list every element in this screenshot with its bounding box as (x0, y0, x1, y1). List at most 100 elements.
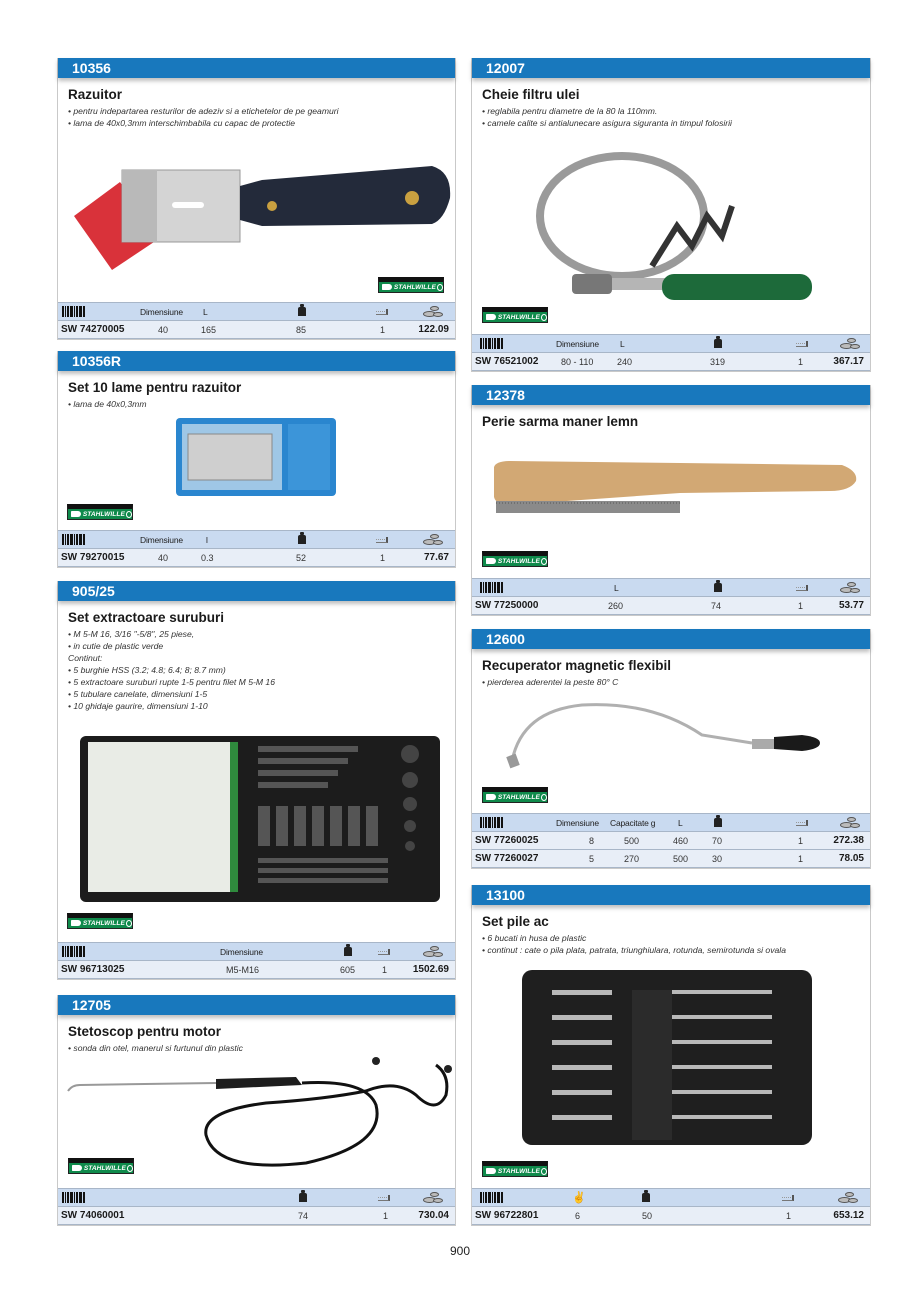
column-header: Capacitate g (610, 817, 656, 828)
coins-icon (838, 1191, 862, 1204)
sku: SW 77250000 (475, 600, 539, 611)
product-code: 13100 (472, 885, 870, 905)
quantity-value: 1 (798, 835, 804, 846)
package-quantity-icon (796, 819, 808, 826)
column-header: Dimensiune (140, 534, 183, 545)
barcode-icon (62, 306, 85, 317)
product-title: Set pile ac (482, 914, 549, 929)
page-number: 900 (449, 1244, 471, 1258)
extractor-set-image (80, 736, 440, 902)
column-header: L (678, 817, 683, 828)
spec-header-row: Dimensiune L (472, 334, 870, 353)
dimension-value: 40 (158, 552, 169, 563)
weight-icon (714, 580, 722, 592)
spec-header-row: Dimensiune (58, 942, 455, 961)
stahlwille-logo: STAHLWILLE (482, 787, 548, 803)
sku: SW 77260027 (475, 853, 539, 864)
price: 730.04 (418, 1210, 449, 1221)
package-quantity-icon (376, 536, 388, 543)
product-title: Set 10 lame pentru razuitor (68, 380, 242, 395)
product-title: Set extractoare suruburi (68, 610, 225, 625)
product-description-line: • M 5-M 16, 3/16 "-5/8", 25 piese, (68, 629, 195, 639)
weight-icon (714, 336, 722, 348)
price: 653.12 (833, 1210, 864, 1221)
length-value: 240 (617, 356, 633, 367)
spec-table: L SW 77250000 260 74 1 53.77 (472, 578, 870, 615)
weight-value: 70 (712, 835, 723, 846)
capacity-value: 500 (624, 835, 640, 846)
package-quantity-icon (796, 584, 808, 591)
length-value: 460 (673, 835, 689, 846)
product-title: Razuitor (68, 87, 122, 102)
product-description-line: • pentru indepartarea resturilor de adez… (68, 106, 339, 116)
product-description-line: • 5 extractoare suruburi rupte 1-5 pentr… (68, 677, 275, 687)
coins-icon (423, 533, 447, 546)
product-description-line: • lama de 40x0,3mm interschimbabila cu c… (68, 118, 296, 128)
spec-header-row: L (472, 578, 870, 597)
product-title: Perie sarma maner lemn (482, 414, 639, 429)
barcode-icon (480, 582, 503, 593)
coins-icon (423, 945, 447, 958)
weight-value: 605 (340, 964, 356, 975)
table-row: SW 74060001 74 1 730.04 (58, 1207, 455, 1225)
weight-value: 74 (298, 1210, 309, 1221)
weight-icon (344, 944, 352, 956)
stahlwille-logo: STAHLWILLE (378, 277, 444, 293)
weight-icon (642, 1190, 650, 1202)
weight-icon (714, 815, 722, 827)
quantity-value: 1 (382, 964, 388, 975)
coins-icon (840, 816, 864, 829)
thickness-value: 0.3 (201, 552, 214, 563)
quantity-value: 1 (798, 600, 804, 611)
length-value: 165 (201, 324, 217, 335)
product-description-line: • 5 tubulare canelate, dimensiuni 1-5 (68, 689, 208, 699)
spec-table: Dimensiune Capacitate g L SW 77260025 8 … (472, 813, 870, 868)
sku: SW 96722801 (475, 1210, 539, 1221)
wire-brush-image (494, 461, 857, 513)
product-description-line: Continut: (68, 653, 103, 663)
column-header: L (203, 306, 208, 317)
spec-table: ✌ SW 96722801 6 50 1 653.12 (472, 1188, 870, 1225)
product-code: 10356 (58, 58, 455, 78)
weight-value: 30 (712, 853, 723, 864)
sku: SW 76521002 (475, 356, 539, 367)
quantity-value: 1 (786, 1210, 792, 1221)
oil-filter-wrench-image (536, 152, 812, 300)
hand-pieces-icon: ✌ (572, 1192, 586, 1204)
weight-value: 319 (710, 356, 726, 367)
price: 1502.69 (412, 964, 449, 975)
weight-icon (299, 1190, 307, 1202)
column-header: L (614, 582, 619, 593)
price: 78.05 (838, 853, 864, 864)
product-code: 12007 (472, 58, 870, 78)
spec-header-row: Dimensiune Capacitate g L (472, 813, 870, 832)
product-code: 905/25 (58, 581, 455, 601)
product-description-line: • camele calite si antialunecare asigura… (482, 118, 732, 128)
weight-icon (298, 532, 306, 544)
dimension-value: 80 - 110 (561, 356, 594, 367)
table-row: SW 76521002 80 - 110 240 319 1 367.17 (472, 353, 870, 371)
barcode-icon (62, 534, 85, 545)
scraper-image (74, 166, 451, 270)
barcode-icon (480, 817, 503, 828)
spec-header-row: Dimensiune l (58, 530, 455, 549)
product-title: Stetoscop pentru motor (68, 1024, 222, 1039)
product-description-line: • pierderea aderentei la peste 80° C (482, 677, 619, 687)
sku: SW 79270015 (61, 552, 125, 563)
price: 272.38 (833, 835, 864, 846)
weight-value: 52 (296, 552, 307, 563)
product-description-line: • lama de 40x0,3mm (68, 399, 147, 409)
spec-header-row: ✌ (472, 1188, 870, 1207)
product-title: Recuperator magnetic flexibil (482, 658, 672, 673)
spec-header-row (58, 1188, 455, 1207)
sku: SW 96713025 (61, 964, 125, 975)
column-header: L (620, 338, 625, 349)
dimension-value: M5-M16 (226, 964, 260, 975)
quantity-value: 1 (798, 853, 804, 864)
product-card-12705: 12705 Stetoscop pentru motor • sonda din… (57, 995, 456, 1226)
product-description-line: • 6 bucati in husa de plastic (482, 933, 587, 943)
blade-set-image (176, 418, 336, 496)
column-header: Dimensiune (220, 946, 263, 957)
spec-table: Dimensiune L SW 74270005 40 165 85 1 122… (58, 302, 455, 339)
